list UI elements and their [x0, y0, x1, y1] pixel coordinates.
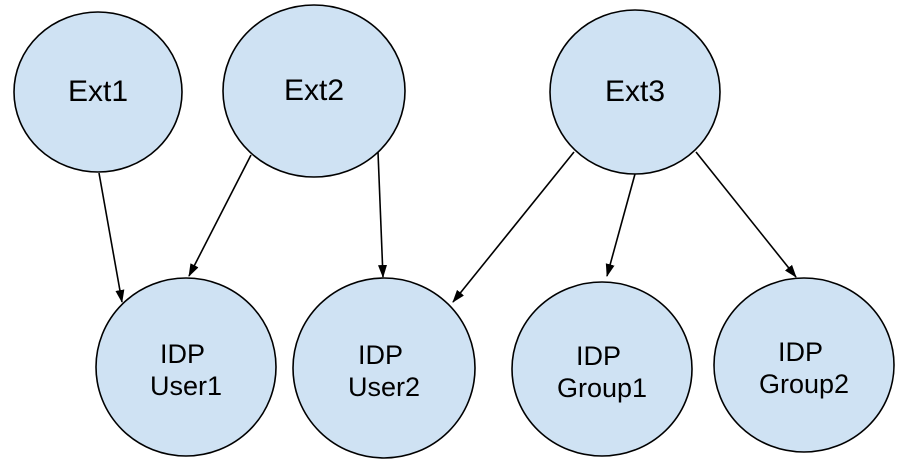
node-idp-user2-label-line1: IDP [358, 340, 403, 370]
edge-ext3-to-idp-group1 [605, 173, 636, 277]
node-idp-user1: IDP User1 [95, 277, 277, 457]
node-idp-user2-label: IDP User2 [348, 340, 420, 402]
node-idp-user2-label-line2: User2 [348, 372, 420, 402]
node-idp-group2-label: IDP Group2 [759, 337, 849, 399]
edge-ext1-to-idp-user1 [98, 172, 125, 303]
node-idp-group2-circle [713, 277, 895, 453]
edge-ext3-to-idp-user2 [452, 151, 575, 303]
edge-ext3-to-idp-group2 [695, 151, 797, 278]
node-ext2: Ext2 [222, 4, 406, 178]
node-idp-user2-circle [292, 277, 476, 459]
node-idp-group1-label-line1: IDP [576, 341, 621, 371]
node-ext3: Ext3 [549, 9, 721, 175]
edges-layer [98, 151, 797, 303]
node-ext1: Ext1 [13, 11, 183, 173]
node-idp-group1-circle [511, 281, 693, 457]
node-idp-user2: IDP User2 [292, 277, 476, 459]
node-idp-group2-label-line2: Group2 [759, 369, 849, 399]
node-ext1-label: Ext1 [68, 75, 128, 108]
node-idp-group1-label: IDP Group1 [557, 341, 647, 403]
node-ext3-circle [549, 9, 721, 175]
nodes-layer: Ext1 Ext2 Ext3 IDP User1 IDP [13, 4, 895, 459]
node-idp-user1-label-line2: User1 [150, 371, 222, 401]
node-idp-group2: IDP Group2 [713, 277, 895, 453]
node-ext2-circle [222, 4, 406, 178]
edge-ext2-to-idp-user2 [377, 151, 388, 278]
node-idp-group2-label-line1: IDP [778, 337, 823, 367]
node-idp-user1-label: IDP User1 [150, 339, 222, 401]
node-idp-user1-circle [95, 277, 277, 457]
node-ext2-label: Ext2 [284, 74, 344, 107]
node-idp-user1-label-line1: IDP [160, 339, 205, 369]
node-ext3-label: Ext3 [605, 75, 665, 108]
node-ext1-circle [13, 11, 183, 173]
node-idp-group1: IDP Group1 [511, 281, 693, 457]
node-idp-group1-label-line2: Group1 [557, 373, 647, 403]
edge-ext2-to-idp-user1 [188, 154, 252, 277]
